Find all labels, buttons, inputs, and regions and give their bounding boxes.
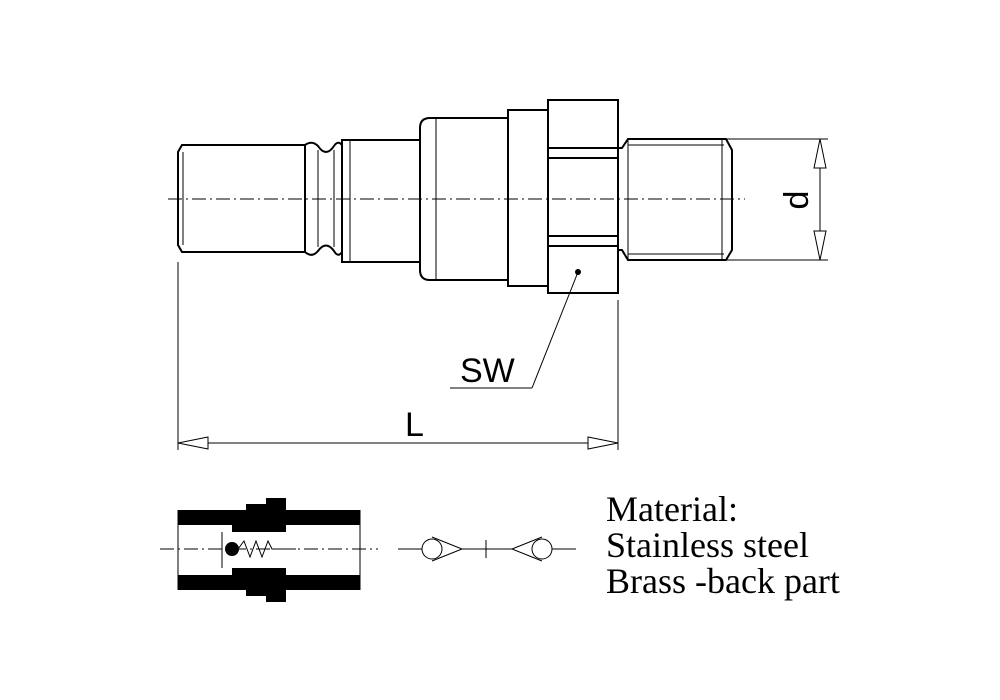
section-view: [160, 498, 378, 602]
wrench-size-label: SW: [460, 352, 515, 390]
plug-shank: [341, 139, 421, 263]
length-dimension: L: [177, 262, 619, 450]
hex-nut: [547, 99, 619, 294]
plug-side-view: [168, 99, 745, 294]
symbol-ball-left: [421, 538, 443, 560]
material-line-1: Stainless steel: [606, 525, 809, 565]
coupling-symbol: [398, 536, 576, 562]
symbol-ball-right: [531, 538, 553, 560]
wrench-size-leader: SW: [450, 269, 581, 390]
diameter-dimension: d: [726, 138, 828, 261]
material-heading: Material:: [606, 489, 738, 529]
material-block: Material: Stainless steel Brass -back pa…: [606, 489, 840, 601]
locking-groove: [304, 141, 343, 256]
plug-body-step: [507, 109, 549, 287]
material-line-2: Brass -back part: [606, 561, 840, 601]
male-thread: [618, 138, 733, 261]
length-label: L: [405, 406, 424, 444]
diameter-label: d: [778, 191, 816, 210]
